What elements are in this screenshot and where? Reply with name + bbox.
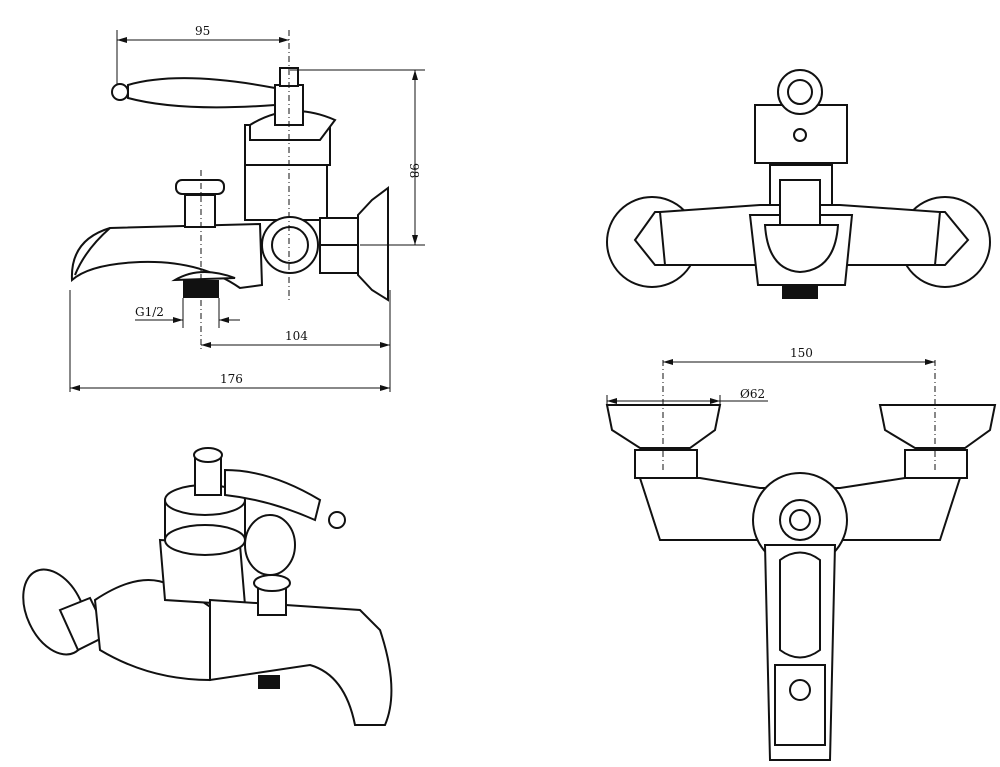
dim-95-label: 95 — [195, 24, 210, 38]
top-view — [605, 360, 997, 761]
dim-176-label: 176 — [220, 372, 243, 386]
side-view-dimensions: 95 98 G1/2 104 176 — [69, 24, 425, 392]
dim-g12-label: G1/2 — [135, 305, 164, 319]
dim-150-label: 150 — [790, 346, 813, 360]
side-view — [70, 30, 389, 350]
top-view-dimensions: 150 Ø62 — [606, 346, 935, 405]
dim-98-label: 98 — [407, 163, 421, 178]
dim-104-label: 104 — [285, 329, 308, 343]
dim-62-label: Ø62 — [740, 387, 765, 401]
front-view — [606, 69, 991, 299]
isometric-view — [22, 447, 393, 726]
